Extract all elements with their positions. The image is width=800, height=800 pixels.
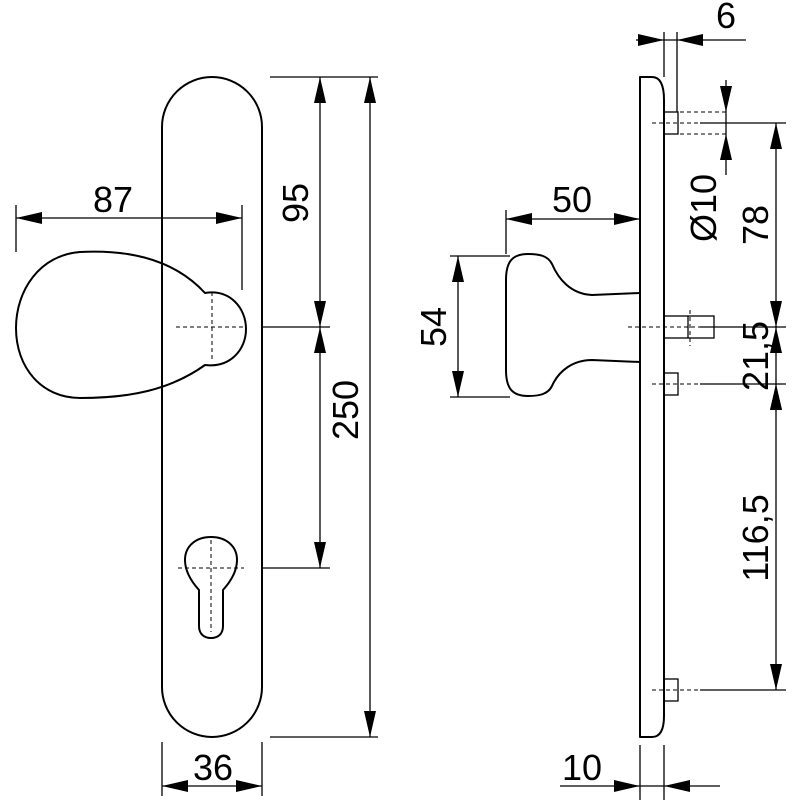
dim-78-arrow-bottom xyxy=(770,301,782,327)
dim-36-arrow-right xyxy=(236,780,262,792)
front-back-plate xyxy=(161,76,263,738)
dim-116-5-label: 116,5 xyxy=(735,494,776,581)
dim-overall-arrow-bottom xyxy=(364,711,376,737)
dim-21-5-arrow-top xyxy=(770,327,782,353)
dim-d10-label: Ø10 xyxy=(683,174,724,242)
front-knob-rosette xyxy=(15,250,247,399)
dim-10-arrow-right xyxy=(664,780,690,792)
dim-54-arrow-top xyxy=(452,256,464,282)
dim-250-arrow-bottom xyxy=(314,542,326,568)
dim-50-arrow-left xyxy=(506,213,532,225)
dim-d10-arrow-top xyxy=(720,86,732,112)
dim-95-arrow-top xyxy=(314,77,326,103)
side-knob-profile xyxy=(505,253,641,397)
front-cylinder-cutout xyxy=(184,536,238,639)
dim-overall-arrow-top xyxy=(364,77,376,103)
dim-78-label: 78 xyxy=(735,205,776,245)
dim-50-label: 50 xyxy=(552,179,592,220)
dim-6-label: 6 xyxy=(716,0,736,36)
dim-54-label: 54 xyxy=(413,307,454,347)
front-view: 87 95 250 36 xyxy=(15,76,378,796)
dim-10-arrow-left xyxy=(614,780,640,792)
dim-95-arrow-bottom xyxy=(314,301,326,327)
dim-95-label: 95 xyxy=(275,183,316,223)
dim-6-arrow-left xyxy=(638,34,664,46)
side-top-screw-head xyxy=(663,111,679,135)
dim-54-arrow-bottom xyxy=(452,371,464,397)
dim-250-arrow-top xyxy=(314,327,326,353)
dim-87-label: 87 xyxy=(93,179,133,220)
dim-10-label: 10 xyxy=(562,747,602,788)
dim-87-arrow-right xyxy=(216,212,242,224)
side-mid-screw-head xyxy=(663,372,679,396)
side-bottom-screw-head xyxy=(663,678,679,702)
dim-78-arrow-top xyxy=(770,123,782,149)
side-view: 6 50 54 Ø10 78 21,5 116,5 xyxy=(413,0,786,800)
dim-116-5-arrow-top xyxy=(770,384,782,410)
dim-6-arrow-right xyxy=(677,34,703,46)
dim-36-arrow-left xyxy=(162,780,188,792)
dim-21-5-label: 21,5 xyxy=(735,321,776,391)
dim-50-arrow-right xyxy=(614,213,640,225)
side-plate xyxy=(639,76,665,738)
dim-87-arrow-left xyxy=(16,212,42,224)
dim-250-label: 250 xyxy=(325,380,366,440)
dim-116-5-arrow-bottom xyxy=(770,664,782,690)
dim-36-label: 36 xyxy=(193,747,233,788)
dim-d10-arrow-bottom xyxy=(720,134,732,160)
